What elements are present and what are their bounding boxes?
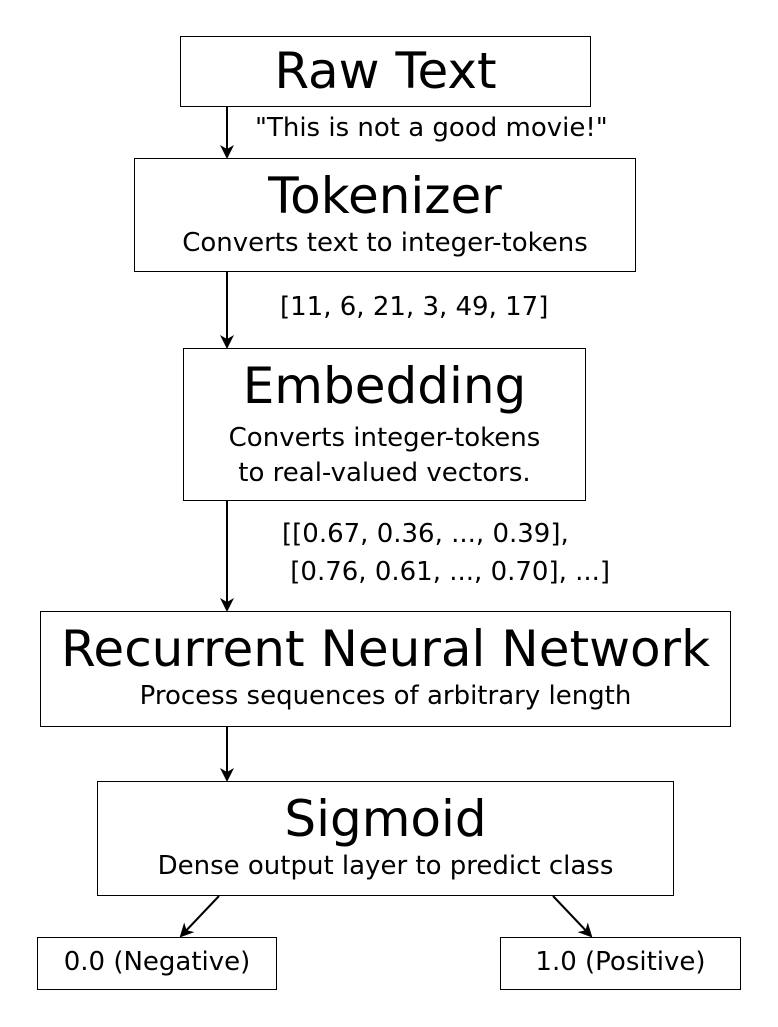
raw-text-sample-label: "This is not a good movie!" xyxy=(255,113,608,143)
rnn-subtitle: Process sequences of arbitrary length xyxy=(139,681,632,711)
tokenizer-subtitle: Converts text to integer-tokens xyxy=(182,228,588,258)
tokenizer-node: Tokenizer Converts text to integer-token… xyxy=(134,158,636,272)
rnn-title: Recurrent Neural Network xyxy=(60,620,711,678)
arrow-sigmoid-to-positive xyxy=(552,895,593,938)
positive-output-node: 1.0 (Positive) xyxy=(500,937,741,990)
token-ids-label: [11, 6, 21, 3, 49, 17] xyxy=(280,292,549,322)
raw-text-node: Raw Text xyxy=(180,36,591,107)
raw-text-title: Raw Text xyxy=(274,42,497,100)
sigmoid-node: Sigmoid Dense output layer to predict cl… xyxy=(97,781,674,896)
embedding-subtitle-line2: to real-valued vectors. xyxy=(238,457,531,488)
tokenizer-title: Tokenizer xyxy=(268,167,502,225)
sigmoid-title: Sigmoid xyxy=(284,790,487,848)
negative-output-node: 0.0 (Negative) xyxy=(37,937,277,990)
negative-output-label: 0.0 (Negative) xyxy=(63,947,251,977)
embedding-vectors-label-line1: [[0.67, 0.36, ..., 0.39], xyxy=(282,519,569,549)
embedding-title: Embedding xyxy=(242,357,527,415)
sigmoid-subtitle: Dense output layer to predict class xyxy=(157,851,614,881)
embedding-node: Embedding Converts integer-tokens to rea… xyxy=(183,348,586,501)
embedding-subtitle-line1: Converts integer-tokens xyxy=(228,423,541,453)
arrow-sigmoid-to-negative xyxy=(179,895,220,938)
positive-output-label: 1.0 (Positive) xyxy=(535,947,706,977)
embedding-vectors-label-line2: [0.76, 0.61, ..., 0.70], ...] xyxy=(282,557,611,587)
rnn-node: Recurrent Neural Network Process sequenc… xyxy=(40,611,731,727)
